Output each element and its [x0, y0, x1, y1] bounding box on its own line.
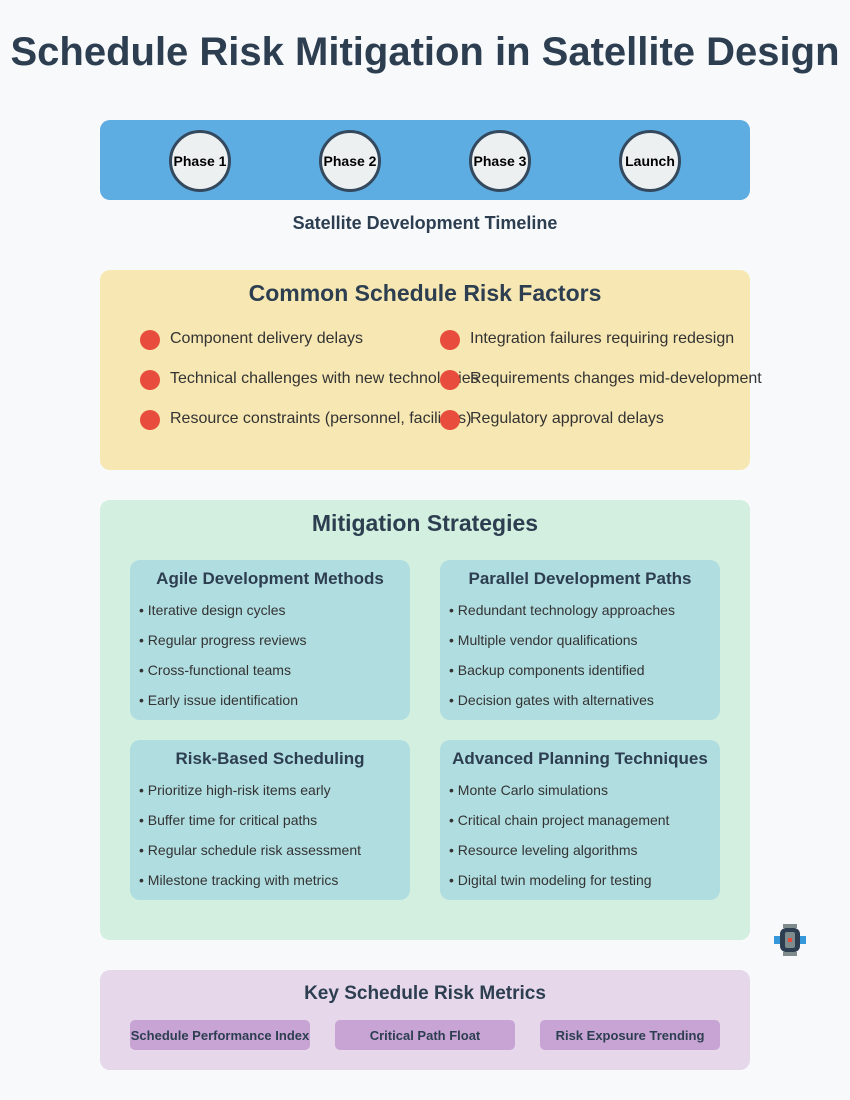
risk-factor-label: Technical challenges with new technologi…	[170, 370, 479, 387]
timeline-caption: Satellite Development Timeline	[292, 213, 558, 233]
risk-dot-icon	[440, 330, 460, 350]
page-title: Schedule Risk Mitigation in Satellite De…	[10, 30, 840, 74]
strategy-card-risk-based: Risk-Based Scheduling • Prioritize high-…	[130, 740, 410, 900]
risk-factor-label: Component delivery delays	[170, 330, 363, 347]
metrics-title: Key Schedule Risk Metrics	[304, 983, 546, 1004]
risk-factor-label: Requirements changes mid-development	[470, 370, 762, 387]
strategy-item: • Cross-functional teams	[139, 662, 291, 678]
risk-dot-icon	[440, 410, 460, 430]
metric-schedule-performance-index: Schedule Performance Index	[130, 1020, 310, 1050]
metric-critical-path-float: Critical Path Float	[335, 1020, 515, 1050]
risk-factors-title: Common Schedule Risk Factors	[248, 280, 602, 306]
strategy-item: • Redundant technology approaches	[449, 602, 675, 618]
strategy-card-parallel: Parallel Development Paths • Redundant t…	[440, 560, 720, 720]
risk-dot-icon	[140, 410, 160, 430]
strategy-item: • Decision gates with alternatives	[449, 692, 654, 708]
strategy-card-title: Risk-Based Scheduling	[175, 749, 365, 768]
timeline-phase-3: Phase 3	[469, 130, 531, 192]
strategy-card-title: Agile Development Methods	[156, 569, 384, 588]
strategy-item: • Digital twin modeling for testing	[449, 872, 652, 888]
risk-factor-label: Resource constraints (personnel, facilit…	[170, 410, 472, 427]
risk-dot-icon	[440, 370, 460, 390]
strategy-item: • Prioritize high-risk items early	[139, 782, 331, 798]
strategy-item: • Multiple vendor qualifications	[449, 632, 638, 648]
strategy-item: • Iterative design cycles	[139, 602, 286, 618]
risk-factor-label: Regulatory approval delays	[470, 410, 664, 427]
strategy-item: • Critical chain project management	[449, 812, 670, 828]
strategy-item: • Backup components identified	[449, 662, 645, 678]
strategy-item: • Monte Carlo simulations	[449, 782, 608, 798]
risk-dot-icon	[140, 330, 160, 350]
strategy-item: • Resource leveling algorithms	[449, 842, 638, 858]
strategy-card-agile: Agile Development Methods • Iterative de…	[130, 560, 410, 720]
mitigation-title: Mitigation Strategies	[311, 510, 539, 536]
strategy-item: • Milestone tracking with metrics	[139, 872, 339, 888]
risk-dot-icon	[140, 370, 160, 390]
strategy-card-title: Advanced Planning Techniques	[452, 749, 708, 768]
strategy-item: • Regular progress reviews	[139, 632, 307, 648]
timeline-phase-2: Phase 2	[319, 130, 381, 192]
strategy-item: • Buffer time for critical paths	[139, 812, 318, 828]
satellite-icon	[774, 924, 806, 956]
timeline-phase-1: Phase 1	[169, 130, 231, 192]
risk-factors-panel	[100, 270, 750, 470]
strategy-item: • Regular schedule risk assessment	[139, 842, 361, 858]
metric-risk-exposure-trending: Risk Exposure Trending	[540, 1020, 720, 1050]
risk-factor-label: Integration failures requiring redesign	[470, 330, 735, 347]
strategy-item: • Early issue identification	[139, 692, 298, 708]
strategy-card-title: Parallel Development Paths	[468, 569, 692, 588]
timeline-launch: Launch	[619, 130, 681, 192]
strategy-card-advanced: Advanced Planning Techniques • Monte Car…	[440, 740, 720, 900]
